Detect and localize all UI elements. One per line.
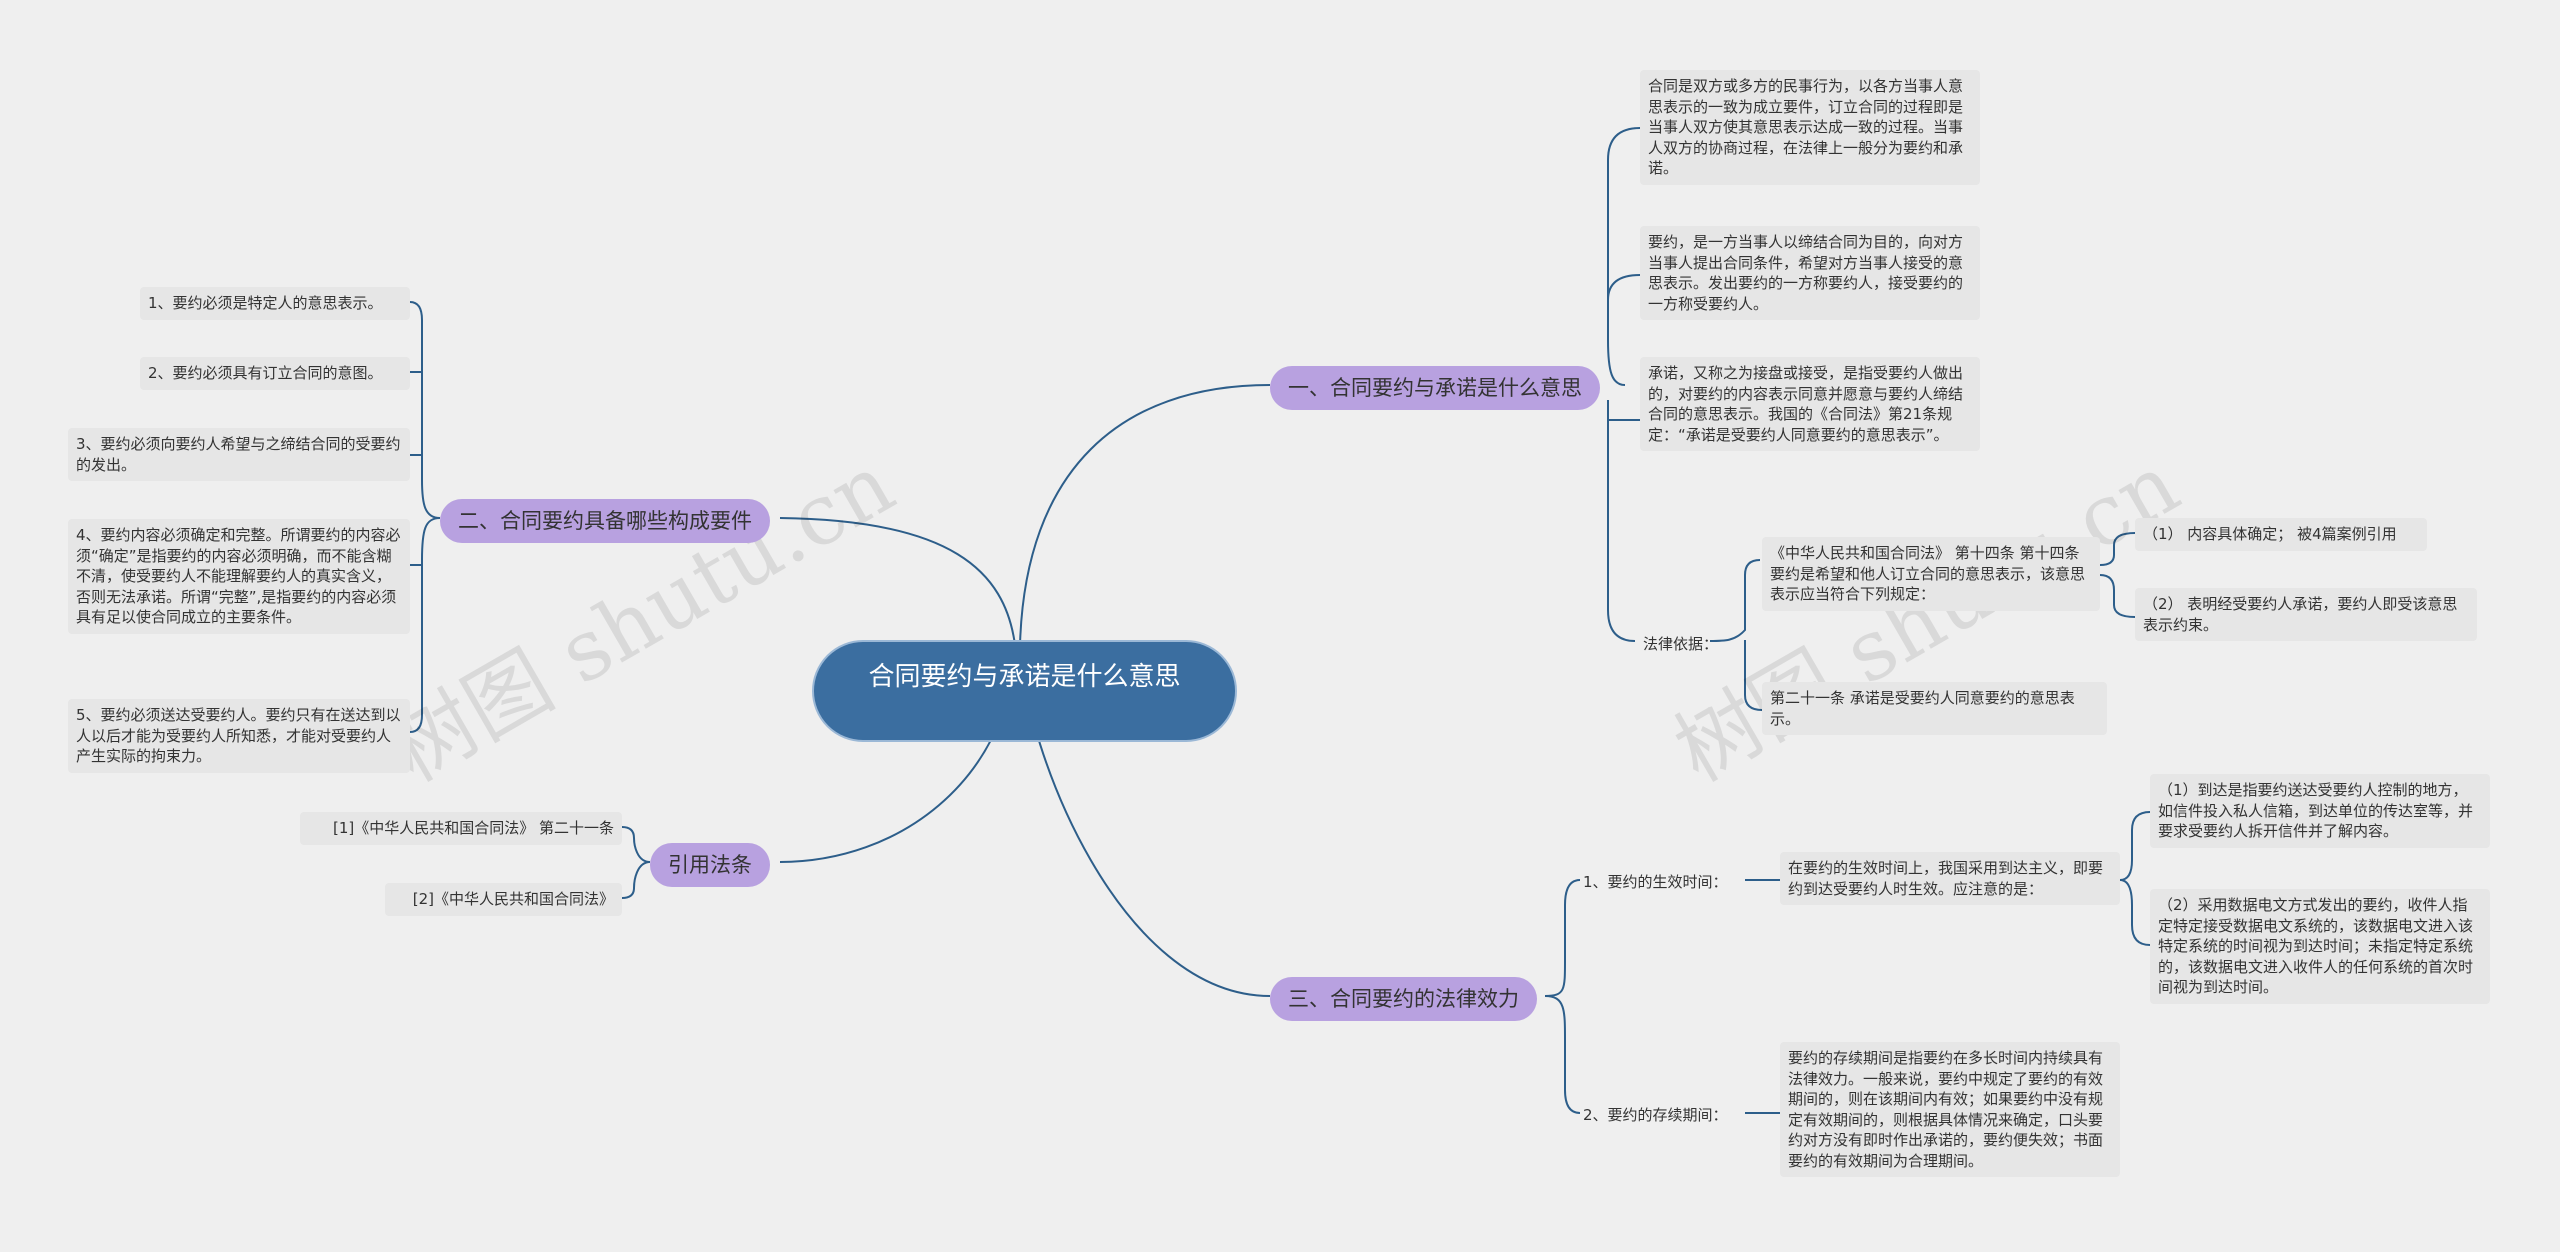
list-item: 5、要约必须送达受要约人。要约只有在送达到以人以后才能为受要约人所知悉，才能对受… bbox=[68, 699, 410, 773]
branch-definition[interactable]: 一、合同要约与承诺是什么意思 bbox=[1270, 366, 1600, 410]
list-item: 1、要约必须是特定人的意思表示。 bbox=[140, 287, 410, 320]
leaf-law-14-item-2: （2） 表明经受要约人承诺，要约人即受该意思表示约束。 bbox=[2135, 588, 2477, 641]
leaf-offer-definition: 要约，是一方当事人以缔结合同为目的，向对方当事人提出合同条件，希望对方当事人接受… bbox=[1640, 226, 1980, 320]
duration-label: 2、要约的存续期间： bbox=[1583, 1106, 1728, 1124]
effective-time-label: 1、要约的生效时间： bbox=[1583, 873, 1728, 891]
branch-legal-effect[interactable]: 三、合同要约的法律效力 bbox=[1270, 977, 1537, 1021]
leaf-law-article-21: 第二十一条 承诺是受要约人同意要约的意思表示。 bbox=[1762, 682, 2107, 735]
list-item: 3、要约必须向要约人希望与之缔结合同的受要约的发出。 bbox=[68, 428, 410, 481]
list-item: 2、要约必须具有订立合同的意图。 bbox=[140, 357, 410, 390]
leaf-arrival-electronic: （2）采用数据电文方式发出的要约，收件人指定特定接受数据电文系统的，该数据电文进… bbox=[2150, 889, 2490, 1004]
leaf-acceptance-definition: 承诺，又称之为接盘或接受，是指受要约人做出的，对要约的内容表示同意并愿意与要约人… bbox=[1640, 357, 1980, 451]
root-topic[interactable]: 合同要约与承诺是什么意思 bbox=[812, 640, 1237, 742]
cited-law-1: [1]《中华人民共和国合同法》 第二十一条 bbox=[300, 812, 622, 845]
list-item: 4、要约内容必须确定和完整。所谓要约的内容必须“确定”是指要约的内容必须明确，而… bbox=[68, 519, 410, 634]
leaf-arrival-mail: （1）到达是指要约送达受要约人控制的地方，如信件投入私人信箱，到达单位的传达室等… bbox=[2150, 774, 2490, 848]
cited-law-2: [2]《中华人民共和国合同法》 bbox=[385, 883, 622, 916]
legal-basis-label: 法律依据： bbox=[1643, 635, 1719, 653]
leaf-contract-intro: 合同是双方或多方的民事行为，以各方当事人意思表示的一致为成立要件，订立合同的过程… bbox=[1640, 70, 1980, 185]
leaf-law-14-item-1: （1） 内容具体确定； 被4篇案例引用 bbox=[2135, 518, 2427, 551]
leaf-duration: 要约的存续期间是指要约在多长时间内持续具有法律效力。一般来说，要约中规定了要约的… bbox=[1780, 1042, 2120, 1177]
branch-elements[interactable]: 二、合同要约具备哪些构成要件 bbox=[440, 499, 770, 543]
branch-cited-laws[interactable]: 引用法条 bbox=[650, 843, 770, 887]
leaf-effective-time: 在要约的生效时间上，我国采用到达主义，即要约到达受要约人时生效。应注意的是： bbox=[1780, 852, 2120, 905]
leaf-law-article-14: 《中华人民共和国合同法》 第十四条 第十四条 要约是希望和他人订立合同的意思表示… bbox=[1762, 537, 2100, 611]
